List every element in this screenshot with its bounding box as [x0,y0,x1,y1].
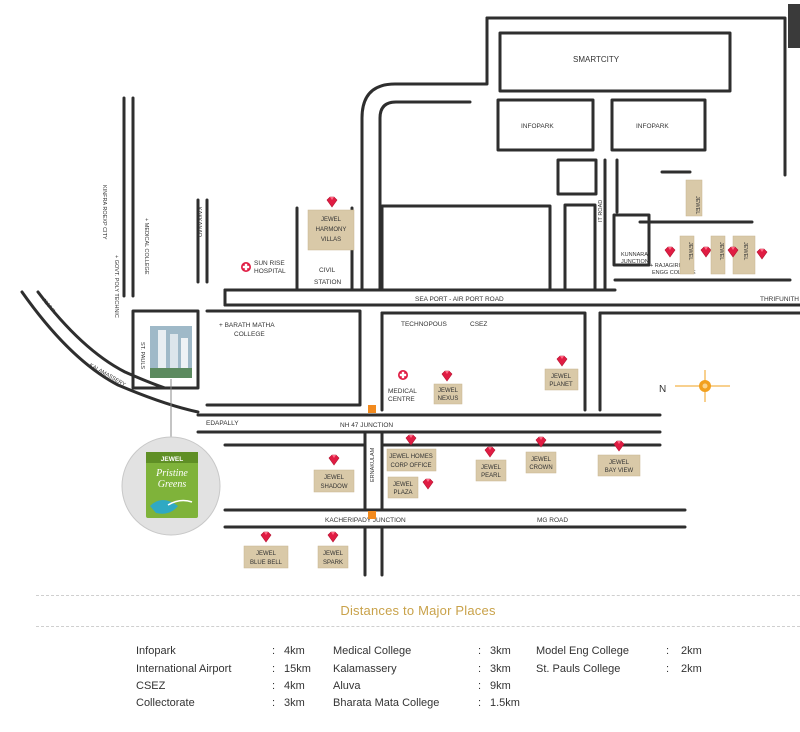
svg-text:PEARL: PEARL [481,473,501,479]
jewel-harmony-villas[interactable]: JEWEL HARMONY VILLAS [307,196,355,251]
barath-label-1: + BARATH MATHA [219,322,275,329]
north-label: N [659,384,666,395]
medical-centre-label-1: MEDICAL [388,388,417,395]
rajagiri-label-2: ENGG COLLEGE [652,270,696,276]
kacheripady-junction-marker [368,511,376,519]
svg-text:JEWEL: JEWEL [324,475,345,481]
svg-text:PLANET: PLANET [549,382,573,388]
jewel-crown[interactable]: JEWEL CROWN [525,436,557,474]
svg-text:SPARK: SPARK [323,560,343,566]
pristine-greens-building [150,326,192,378]
svg-text:JEWEL: JEWEL [551,374,572,380]
it-road-label: IT ROAD [598,200,604,222]
jewel-kakkanad-tag-3[interactable]: JEWEL [700,235,726,275]
roads [20,16,800,577]
jewel-bay-view[interactable]: JEWEL BAY VIEW [597,440,641,477]
technopous-label: TECHNOPOUS [401,321,448,328]
svg-text:JEWEL: JEWEL [438,388,459,394]
medical-college-label: + MEDICAL COLLEGE [143,218,149,275]
seaport-road-label: SEA PORT - AIR PORT ROAD [415,296,504,303]
svg-text:JEWEL: JEWEL [481,465,502,471]
location-map: SMARTCITY INFOPARK INFOPARK SEA PORT - A… [20,16,800,577]
svg-text:PLAZA: PLAZA [393,490,412,496]
jewel-homes-corp-office[interactable]: JEWEL HOMES CORP OFFICE [386,434,437,472]
kunnara-label-1: KUNNARA [621,252,648,258]
svg-text:NEXUS: NEXUS [438,396,459,402]
badge-name-1: Pristine [155,468,188,479]
sun-rise-label-1: SUN RISE [254,260,285,267]
kunnara-label-2: JUNCTION [621,259,649,265]
mg-road-label: MG ROAD [537,517,568,524]
kinfra-label: KINFRA ROEXP CITY [101,185,107,240]
svg-text:VILLAS: VILLAS [321,237,341,243]
jewel-spark[interactable]: JEWEL SPARK [317,531,349,569]
svg-text:JEWEL: JEWEL [393,482,414,488]
aluva-label: ALUVA [40,297,56,315]
pristine-greens-badge[interactable]: JEWEL Pristine Greens [121,436,221,536]
infopark-label-1: INFOPARK [521,123,554,130]
kacheripady-label: KACHERIPADY JUNCTION [325,517,406,524]
sun-rise-label-2: HOSPITAL [254,268,286,275]
svg-text:CORP OFFICE: CORP OFFICE [391,463,432,469]
svg-text:JEWEL: JEWEL [321,217,342,223]
svg-text:BAY VIEW: BAY VIEW [605,468,634,474]
jewel-plaza[interactable]: JEWEL PLAZA [387,476,434,499]
nh47-junction-marker [368,405,376,413]
rajagiri-label-1: + RAJAGIRI [650,263,681,269]
svg-text:SHADOW: SHADOW [321,484,348,490]
smartcity-label: SMARTCITY [573,55,620,64]
medical-centre-label-2: CENTRE [388,396,415,403]
st-pauls-label: ST. PAULS [139,342,145,369]
nh47-label: NH 47 JUNCTION [340,422,393,429]
govt-poly-label: + GOVT. POLY TECHNIC [113,255,119,318]
hospital-icon [241,262,251,272]
svg-text:JEWEL: JEWEL [694,196,700,214]
jewel-nexus[interactable]: JEWEL NEXUS [433,370,463,405]
edapally-label: EDAPALLY [206,420,239,427]
ernakulam-label: ERNAKULAM [370,447,376,482]
svg-text:JEWEL: JEWEL [609,460,630,466]
svg-text:JEWEL HOMES: JEWEL HOMES [389,454,432,460]
svg-text:JEWEL: JEWEL [742,242,748,260]
svg-text:HARMONY: HARMONY [316,227,347,233]
jewel-planet[interactable]: JEWEL PLANET [544,355,579,391]
jewel-kakkanad-tag-2[interactable]: JEWEL [664,235,695,275]
jewel-pearl[interactable]: JEWEL PEARL [475,446,507,482]
badge-name-2: Greens [158,479,187,490]
svg-text:BLUE BELL: BLUE BELL [250,560,283,566]
infopark-label-2: INFOPARK [636,123,669,130]
barath-label-2: COLLEGE [234,331,265,338]
svg-text:JEWEL: JEWEL [531,457,552,463]
medical-centre-icon [398,370,408,380]
svg-text:JEWEL: JEWEL [687,242,693,260]
jewel-kakkanad-tag-1[interactable]: JEWEL [685,179,703,217]
corner-tab [788,4,800,48]
kakkanad-label: KAKKANAD [196,207,202,237]
jewel-kakkanad-tag-4[interactable]: JEWEL [732,235,768,275]
civil-label-2: STATION [314,279,342,286]
thrikkakara-label: THRIFUNITH [760,296,799,303]
jewel-shadow[interactable]: JEWEL SHADOW [313,454,355,493]
svg-text:JEWEL: JEWEL [323,551,344,557]
distances-title: Distances to Major Places [36,595,800,627]
csez-label: CSEZ [470,321,487,328]
badge-brand: JEWEL [161,456,183,463]
svg-text:CROWN: CROWN [529,465,552,471]
jewel-blue-bell[interactable]: JEWEL BLUE BELL [243,531,289,569]
civil-label-1: CIVIL [319,267,336,274]
north-compass-icon: N [659,370,730,402]
svg-text:JEWEL: JEWEL [256,551,277,557]
kalamassery-label: KALAMASSERY [88,363,127,389]
svg-text:JEWEL: JEWEL [718,242,724,260]
distances-panel: Distances to Major Places Infopark : 4km… [36,595,800,732]
